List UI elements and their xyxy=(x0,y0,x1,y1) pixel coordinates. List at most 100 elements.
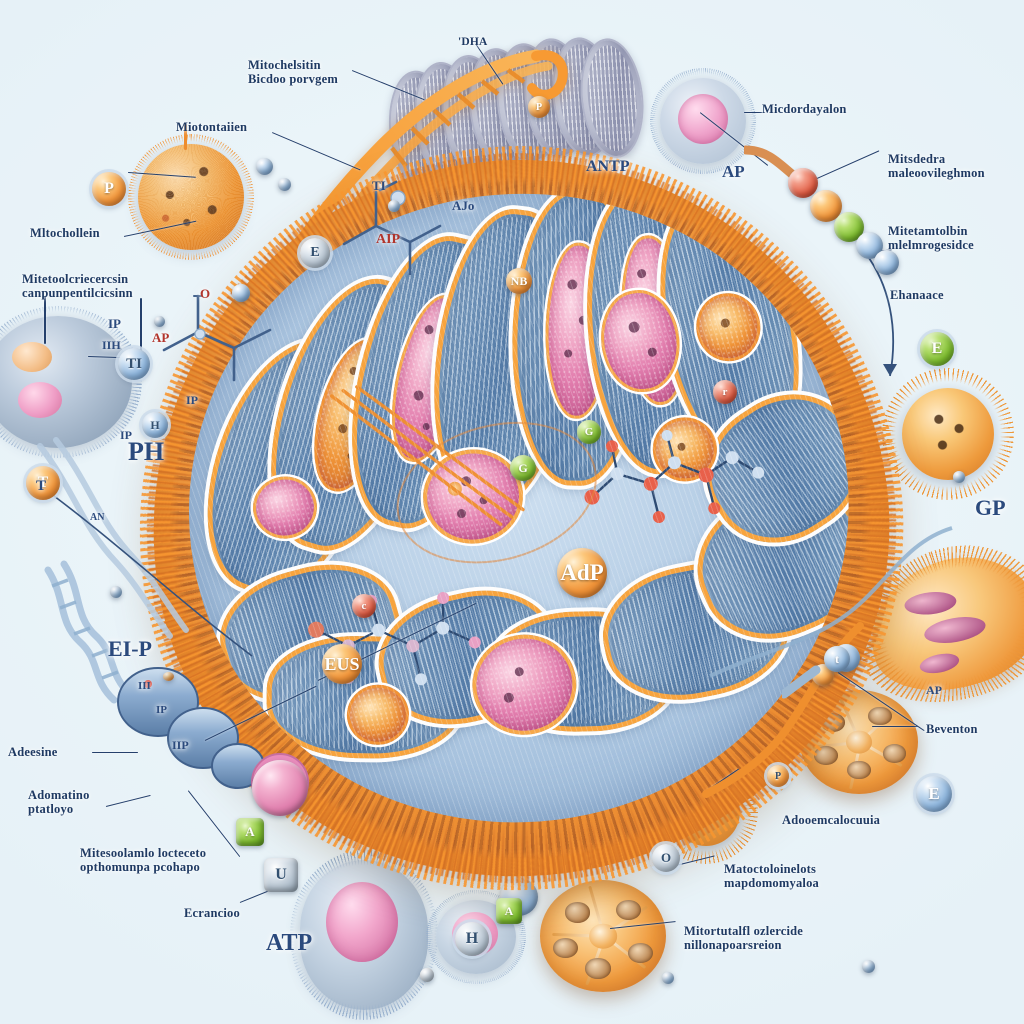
leader-line xyxy=(744,112,762,114)
leader-line xyxy=(44,296,46,344)
matrix-body-upper-right xyxy=(595,285,686,397)
organelle-pink-top-right xyxy=(650,68,756,174)
chip-t-orange: T xyxy=(26,466,60,500)
matrix-body-left xyxy=(343,681,413,749)
l-mitochondrial-matrix: Mitetamtolbin mlelmrogesidce xyxy=(888,224,974,252)
c-ap-2: AP xyxy=(722,162,745,181)
wheel-pod xyxy=(585,958,611,979)
crista xyxy=(640,185,819,473)
matrix-body-mid-right xyxy=(649,413,721,486)
chip-sus-orange: EUS xyxy=(322,644,362,684)
matrix-body-right xyxy=(692,289,765,365)
sphere-blue-4 xyxy=(154,316,165,327)
sphere-blue-9 xyxy=(662,972,674,984)
bead-stem xyxy=(782,665,821,699)
chip-r-red-in: r xyxy=(713,380,737,404)
c-ti: TI xyxy=(372,178,386,193)
c-ehp: EI-P xyxy=(108,636,152,661)
sphere-blue-5 xyxy=(388,200,400,212)
c-ii-2: III xyxy=(138,680,151,692)
leader-line xyxy=(140,298,142,352)
sphere-grey-1 xyxy=(420,968,434,982)
chip-t-blue: TI xyxy=(118,348,150,380)
leader-line xyxy=(92,752,138,754)
terminal-phosphate-ball xyxy=(252,760,308,816)
chip-h-blue: H xyxy=(142,412,168,438)
c-gp: GP xyxy=(975,495,1006,520)
flagellum-curve-right xyxy=(702,622,864,798)
l-mitochondrin-outer: Mitochelsitin Bicdoo porvgem xyxy=(248,58,338,86)
chip-o-pale-b: O xyxy=(652,844,680,872)
l-microdayaion: Micdordayalon xyxy=(762,102,847,116)
wheel-pod xyxy=(552,938,578,959)
chip-e-green-r: E xyxy=(920,332,954,366)
l-adomatino: Adomatino ptatloyo xyxy=(28,788,90,816)
wheel-pod xyxy=(565,902,591,923)
c-ip-2: IP xyxy=(186,393,198,407)
l-mitochondrion-a: Miotontaiien xyxy=(176,120,248,134)
peptide-stem xyxy=(744,145,799,181)
c-ajo: AJo xyxy=(452,198,475,213)
chip-a-green-b: A xyxy=(236,818,264,846)
crista xyxy=(509,188,646,487)
sphere-orange-tiny xyxy=(163,672,174,681)
leader-line xyxy=(807,150,880,184)
c-o-1: O xyxy=(200,286,211,301)
sphere-blue-6 xyxy=(110,586,122,598)
c-antp: ANTP xyxy=(586,158,630,175)
c-ip-4: IP xyxy=(156,704,167,716)
crista xyxy=(366,575,569,740)
organelle-blue-left xyxy=(0,306,142,458)
sphere-blue-7 xyxy=(953,471,965,483)
c-ap-3: AP xyxy=(926,683,942,697)
matrix-body-lower xyxy=(466,628,583,741)
wheel-pod xyxy=(882,744,907,763)
chip-g-green-in: G xyxy=(510,455,536,481)
chip-e-navy-r: E xyxy=(916,776,952,812)
crista-granule xyxy=(300,331,407,500)
c-aip: AIP xyxy=(376,232,401,247)
c-ip-1: IP xyxy=(108,316,121,331)
l-compartment: Mitetoolcriecercsin canpunpentilcicsinn xyxy=(22,272,133,300)
chip-p-orange: P xyxy=(92,172,126,206)
chip-p-coil: P xyxy=(528,96,550,118)
chip-c-red: c xyxy=(352,594,376,618)
l-mitotutalfl: Mitortutalfl ozlercide nillonapoarsreion xyxy=(684,924,804,952)
sphere-blue-2 xyxy=(278,178,291,191)
l-dna: 'DHA xyxy=(458,36,488,48)
organelle-orange-top-left xyxy=(128,124,254,260)
l-mitochollein: Mltochollein xyxy=(30,226,100,240)
chip-nb-inner: NB xyxy=(506,268,532,294)
chip-h-pale-b: H xyxy=(455,922,489,956)
chip-t-blue-r: t xyxy=(824,646,850,672)
curved-arrow-right xyxy=(857,243,897,377)
sphere-blue-3 xyxy=(232,284,250,302)
c-ip-3: IP xyxy=(120,428,132,442)
chip-u-pale-b: U xyxy=(264,858,298,892)
l-bearention: Beventon xyxy=(926,722,978,736)
leader-line xyxy=(872,726,918,728)
peptide-bead xyxy=(788,168,818,198)
organelle-spike-fringe xyxy=(0,306,142,458)
l-adeesine: Adeesine xyxy=(8,745,58,759)
l-mitesovtamlo: Mitesoolamlo locteceto opthomunpa pcohap… xyxy=(80,846,207,874)
chip-p-tan-b: P xyxy=(767,765,789,787)
chip-g-green-2: G xyxy=(577,420,601,444)
c-ap-1: AP xyxy=(152,330,170,345)
chem-structure-upper-mid xyxy=(342,180,442,276)
peptide-bead xyxy=(874,250,899,275)
chem-structure-left xyxy=(162,294,272,382)
wheel-pod xyxy=(628,942,654,963)
crista-granule xyxy=(378,288,481,469)
sphere-blue-1 xyxy=(256,158,273,175)
chip-a-green-b2: A xyxy=(496,898,522,924)
curved-line-bottom-right xyxy=(709,526,953,678)
crista-granule xyxy=(544,242,612,420)
crista-granule xyxy=(614,232,694,408)
curved-line-left-organelle xyxy=(53,495,253,657)
c-t-left: T xyxy=(36,478,47,494)
l-adoeemcalocuuia: Adooemcalocuuia xyxy=(782,813,881,827)
l-matoctoloinelots: Matoctoloinelots mapdomomyaloa xyxy=(724,862,819,890)
sphere-blue-8 xyxy=(862,960,875,973)
